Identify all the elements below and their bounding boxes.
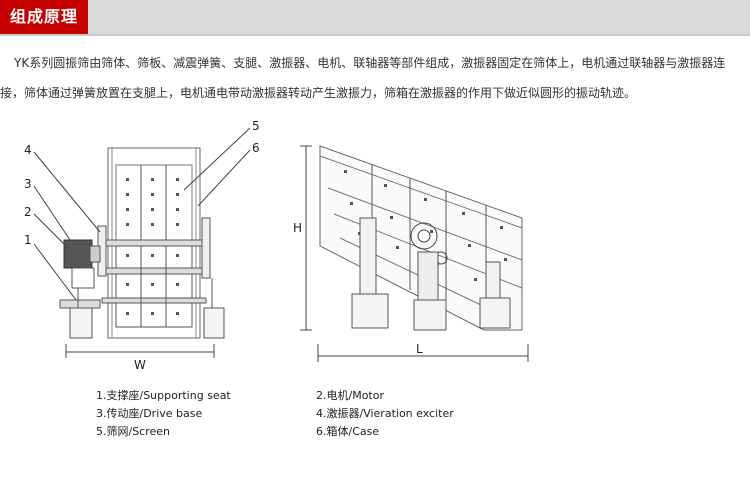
callout-5: 5 xyxy=(252,119,260,133)
beam xyxy=(101,239,207,247)
callout-6: 6 xyxy=(252,141,260,155)
intro-line-1: YK系列圆振筛由筛体、筛板、减震弹簧、支腿、激振器、电机、联轴器等部件组成，激振… xyxy=(14,56,726,70)
legend-item-6: 6.箱体/Case xyxy=(316,425,380,438)
screen-box-side xyxy=(319,145,523,331)
dim-height: H xyxy=(293,221,302,235)
dim-width: W xyxy=(134,358,146,370)
legend-item-3: 3.传动座/Drive base xyxy=(96,407,203,420)
legend-item-5: 5.筛网/Screen xyxy=(96,425,171,438)
screen-mesh xyxy=(126,178,179,315)
screen-panel-top xyxy=(115,164,193,241)
legend-item-4: 4.激振器/Vieration exciter xyxy=(316,407,454,420)
support-seat-left xyxy=(69,307,93,339)
callout-4: 4 xyxy=(24,143,32,157)
callout-3: 3 xyxy=(24,177,32,191)
callout-1: 1 xyxy=(24,233,32,247)
support-seat-right xyxy=(203,307,225,339)
section-title: 组成原理 xyxy=(0,0,88,34)
beam xyxy=(101,267,207,275)
legend-item-2: 2.电机/Motor xyxy=(316,389,384,402)
callout-2: 2 xyxy=(24,205,32,219)
exciter xyxy=(410,222,438,250)
support-column-right xyxy=(485,261,501,299)
section-header: 组成原理 xyxy=(0,0,750,36)
side-view xyxy=(300,145,529,362)
beam xyxy=(101,297,207,304)
dim-length: L xyxy=(416,342,423,356)
front-view xyxy=(33,127,251,358)
intro-line-2: 接，筛体通过弹簧放置在支腿上，电机通电带动激振器转动产生激振力，筛箱在激振器的作… xyxy=(0,86,637,100)
support-column-left xyxy=(359,217,377,295)
structure-diagram: 1 2 3 4 5 6 W H L xyxy=(24,119,529,370)
motor xyxy=(63,239,93,269)
legend-item-1: 1.支撑座/Supporting seat xyxy=(96,389,231,402)
